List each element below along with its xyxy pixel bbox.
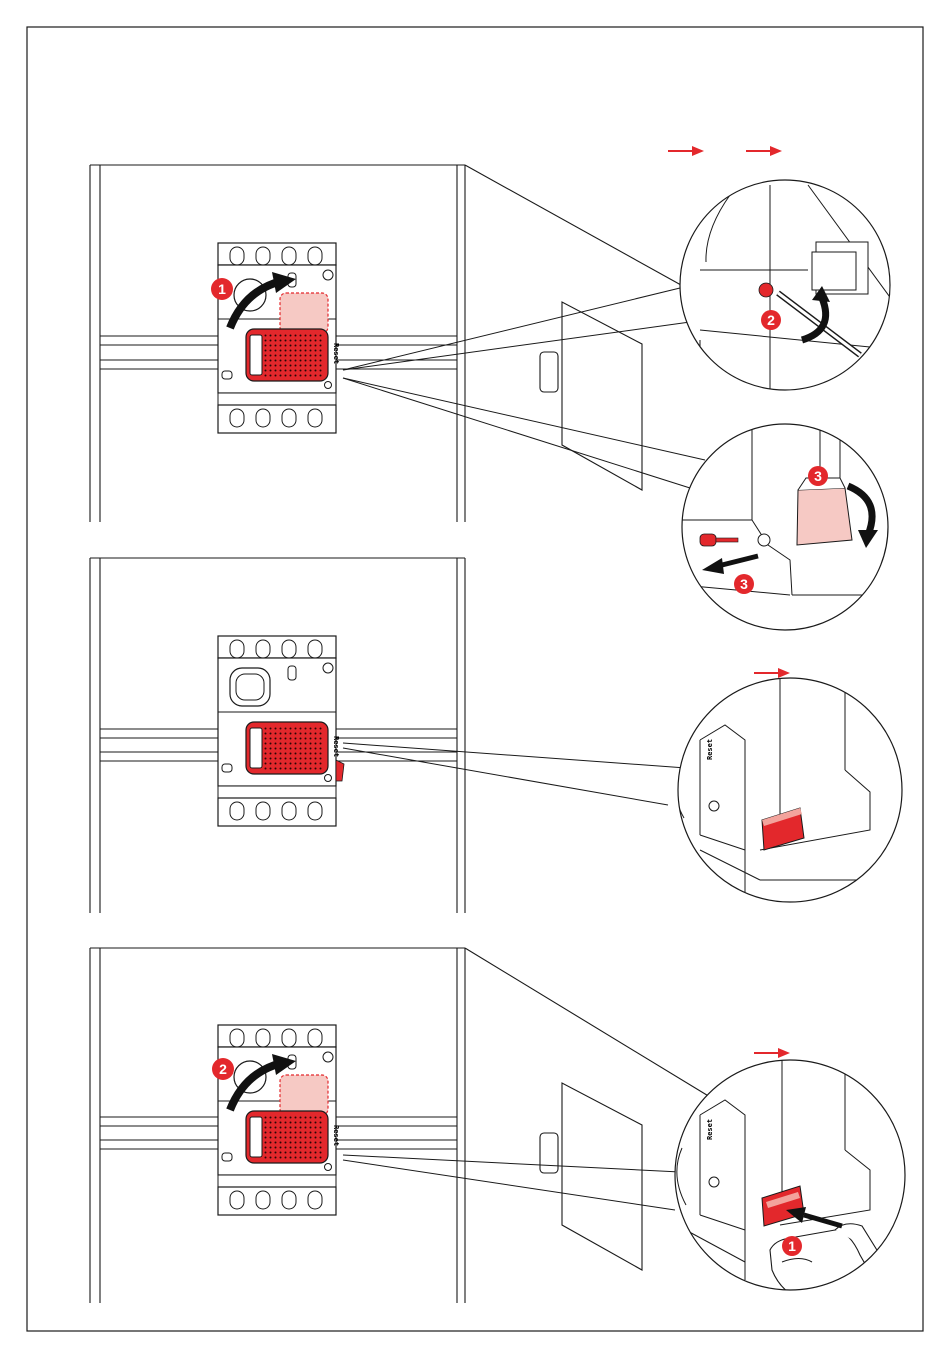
detail-circle-screwdriver: 2 [680,180,900,390]
rotary-handle[interactable] [246,1111,328,1163]
circuit-breaker-3: Reset [218,1025,340,1215]
step-badge: 1 [211,278,233,300]
detail-circle-reset: Reset 1 [675,1060,905,1300]
step-badge: 3 [808,466,828,486]
red-arrow-icon [754,668,790,678]
detail-circle-cover: 3 3 [682,424,900,630]
svg-text:3: 3 [814,468,822,484]
red-arrow-icon [746,146,782,156]
reset-label: Reset [332,1125,340,1146]
rotary-handle[interactable] [246,329,328,381]
step-badge: 2 [212,1058,234,1080]
trip-indicator [336,760,344,781]
svg-text:2: 2 [767,312,775,328]
svg-text:1: 1 [788,1238,796,1254]
rotary-handle[interactable] [246,722,328,774]
reset-label: Reset [332,736,340,757]
red-arrow-icon [754,1048,790,1058]
callout-lines-1 [343,288,705,488]
callout-lines-3 [343,1155,680,1210]
circuit-breaker-2: Reset [218,636,344,826]
red-arrow-icon [668,146,704,156]
handle-open-position [280,293,328,333]
reset-label: Reset [332,343,340,364]
svg-text:2: 2 [219,1061,227,1077]
screw-icon [759,283,773,297]
svg-text:1: 1 [218,281,226,297]
reset-label: Reset [706,739,714,760]
cabinet-frame-3 [90,948,715,1303]
detail-circle-indicator: Reset [675,678,902,902]
circuit-breaker-1: Reset [218,243,340,433]
svg-text:3: 3 [740,576,748,592]
reset-label: Reset [706,1119,714,1140]
panel-3: Reset 2 [90,948,905,1303]
step-badge: 2 [761,310,781,330]
cover-flap[interactable] [797,478,852,545]
step-badge: 1 [782,1236,802,1256]
panel-1: Reset 1 [90,146,900,630]
step-badge: 3 [734,574,754,594]
cabinet-frame-1 [90,165,690,522]
handle-open-position [280,1075,328,1115]
